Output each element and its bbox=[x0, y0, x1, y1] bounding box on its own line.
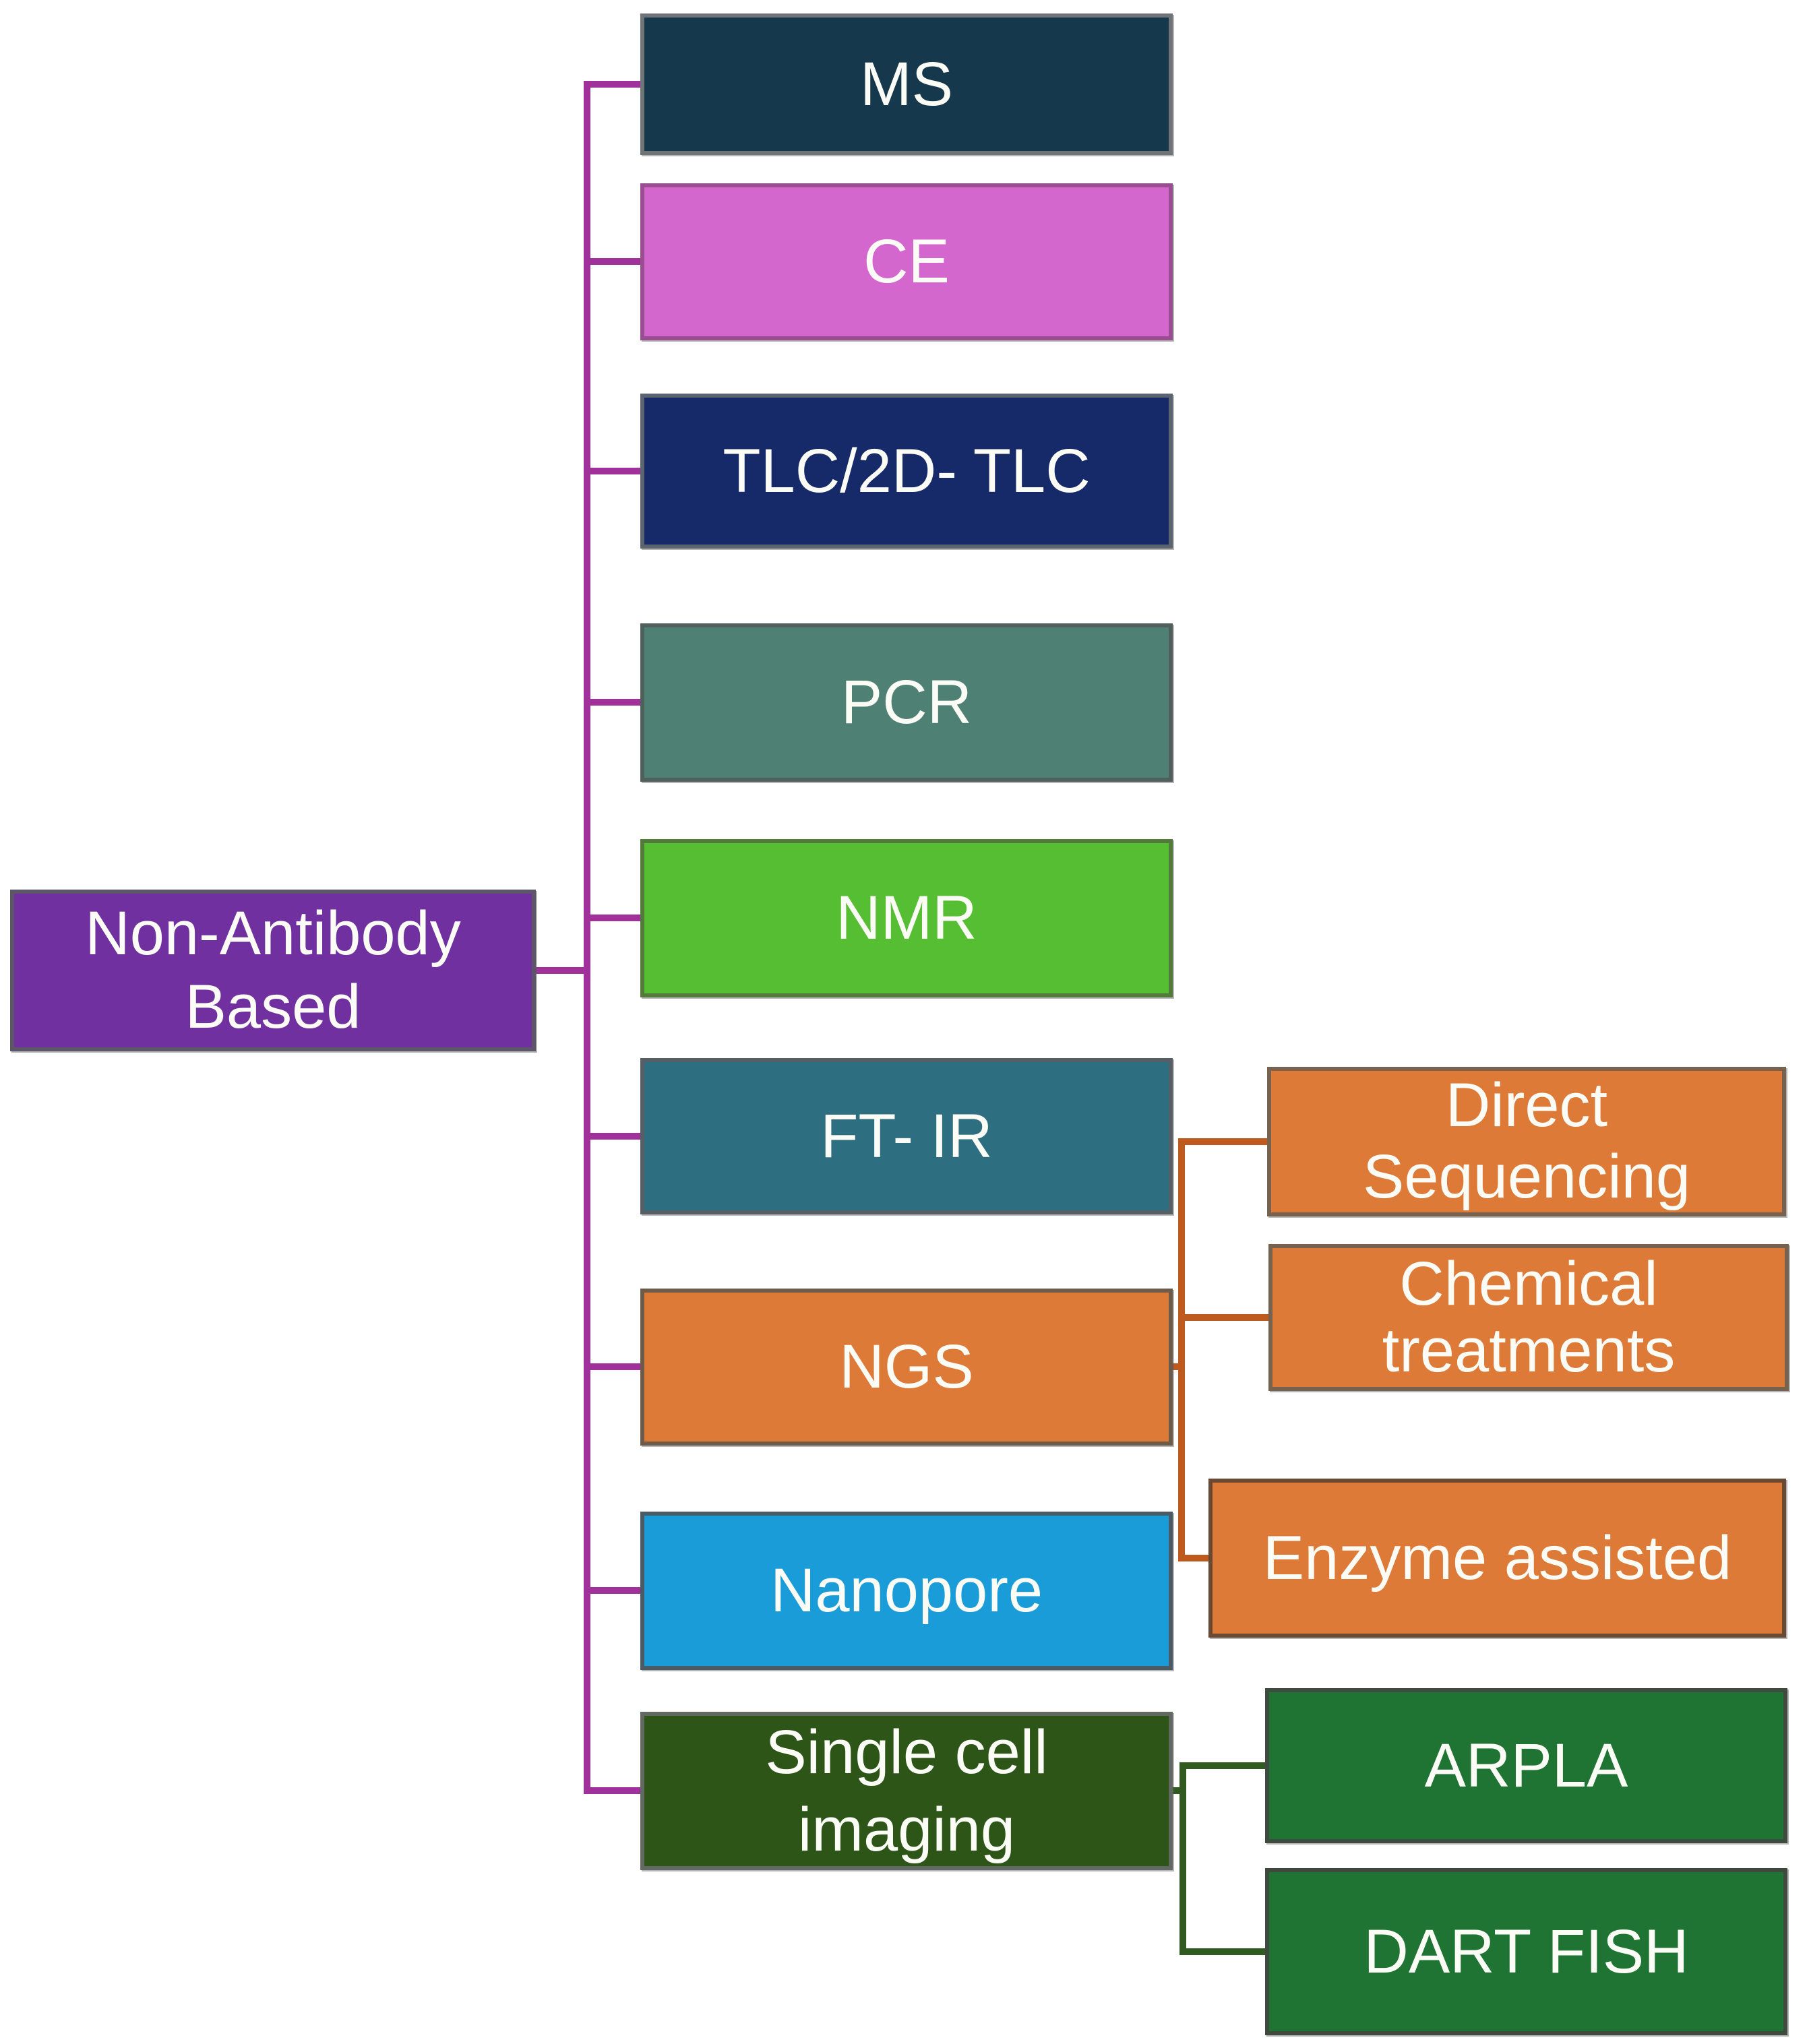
node-ngs: NGS bbox=[640, 1289, 1173, 1446]
node-nanopore: Nanopore bbox=[640, 1512, 1173, 1670]
node-single-cell-imaging: Single cell imaging bbox=[640, 1712, 1173, 1870]
connector-stub-enzyme-assisted bbox=[1178, 1555, 1208, 1561]
node-dart-fish: DART FISH bbox=[1265, 1868, 1787, 2035]
node-ms: MS bbox=[640, 13, 1173, 155]
node-tlc: TLC/2D- TLC bbox=[640, 394, 1173, 549]
connector-ngs-vertical bbox=[1178, 1138, 1185, 1561]
connector-trunk-vertical bbox=[584, 81, 590, 1794]
node-non-antibody-based: Non-Antibody Based bbox=[10, 890, 536, 1051]
node-direct-sequencing: Direct Sequencing bbox=[1267, 1067, 1786, 1216]
node-chemical-treatments-label-line2: treatments bbox=[1382, 1316, 1676, 1385]
node-ftir-label: FT- IR bbox=[820, 1101, 993, 1171]
node-nmr: NMR bbox=[640, 839, 1173, 997]
node-non-antibody-based-label-line1: Non-Antibody bbox=[85, 899, 461, 968]
node-dart-fish-label: DART FISH bbox=[1363, 1917, 1689, 1986]
connector-stub-nmr bbox=[584, 915, 640, 921]
node-single-cell-imaging-label-line1: Single cell bbox=[765, 1717, 1048, 1787]
node-non-antibody-based-label-line2: Based bbox=[185, 972, 361, 1041]
connector-single-cell-out bbox=[1173, 1787, 1184, 1794]
connector-stub-tlc bbox=[584, 468, 640, 474]
connector-stub-chemical-treatments bbox=[1178, 1314, 1268, 1321]
connector-stub-nanopore bbox=[584, 1587, 640, 1594]
node-enzyme-assisted: Enzyme assisted bbox=[1208, 1479, 1786, 1638]
node-ms-label: MS bbox=[860, 49, 953, 119]
node-arpla: ARPLA bbox=[1265, 1688, 1787, 1843]
connector-stub-ce bbox=[584, 258, 640, 265]
node-nmr-label: NMR bbox=[836, 884, 977, 953]
node-arpla-label: ARPLA bbox=[1424, 1731, 1628, 1800]
connector-root-link bbox=[536, 967, 590, 974]
node-pcr-label: PCR bbox=[840, 668, 973, 737]
node-ngs-label: NGS bbox=[839, 1332, 974, 1402]
node-chemical-treatments: Chemical treatments bbox=[1268, 1244, 1789, 1391]
connector-stub-ngs bbox=[584, 1363, 640, 1370]
node-direct-sequencing-label-line2: Sequencing bbox=[1363, 1142, 1690, 1211]
node-chemical-treatments-label-line1: Chemical bbox=[1399, 1249, 1658, 1318]
node-ce: CE bbox=[640, 183, 1173, 340]
connector-stub-ms bbox=[584, 81, 640, 88]
node-nanopore-label: Nanopore bbox=[770, 1556, 1043, 1625]
connector-stub-direct-sequencing bbox=[1178, 1138, 1267, 1145]
node-direct-sequencing-label-line1: Direct bbox=[1445, 1071, 1608, 1140]
node-pcr: PCR bbox=[640, 623, 1173, 782]
connector-stub-dart-fish bbox=[1179, 1948, 1265, 1955]
node-ftir: FT- IR bbox=[640, 1058, 1173, 1214]
node-tlc-label: TLC/2D- TLC bbox=[723, 436, 1091, 505]
node-ce-label: CE bbox=[863, 227, 950, 297]
connector-stub-single-cell bbox=[584, 1787, 640, 1794]
connector-stub-ftir bbox=[584, 1133, 640, 1140]
connector-stub-pcr bbox=[584, 699, 640, 706]
connector-stub-arpla bbox=[1179, 1762, 1265, 1769]
node-single-cell-imaging-label-line2: imaging bbox=[797, 1795, 1016, 1864]
node-enzyme-assisted-label: Enzyme assisted bbox=[1262, 1523, 1732, 1592]
connector-single-cell-vertical bbox=[1179, 1762, 1186, 1955]
